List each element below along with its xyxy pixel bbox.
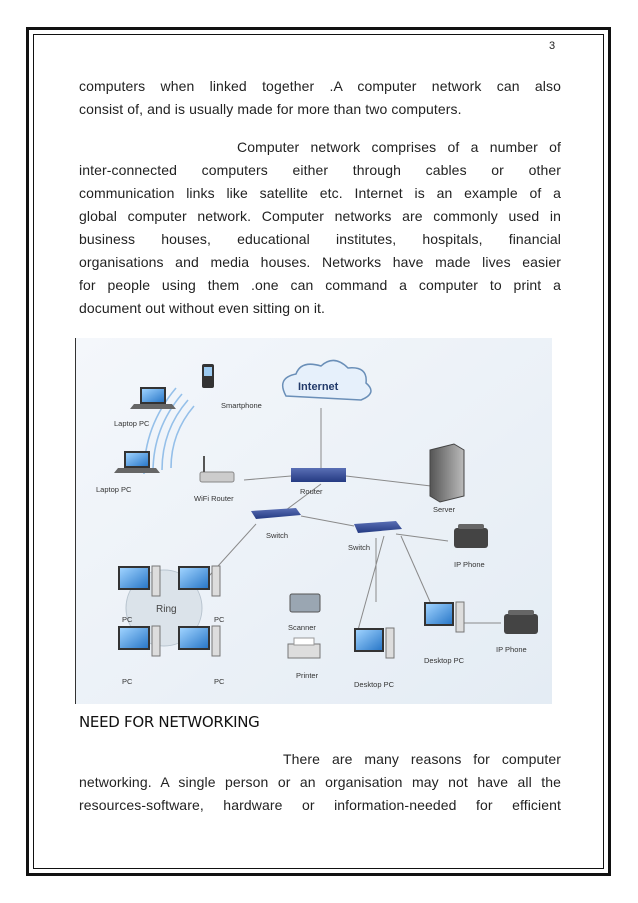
- scanner-icon: Scanner: [288, 593, 321, 632]
- switch-icon: Switch: [251, 508, 301, 540]
- pc-icon: PC: [118, 565, 161, 624]
- laptop-label: Laptop PC: [96, 485, 132, 494]
- internet-label: Internet: [298, 381, 339, 393]
- ip-phone-label: IP Phone: [496, 645, 527, 654]
- switch-icon: Switch: [348, 521, 402, 552]
- laptop-icon: Laptop PC: [114, 387, 176, 428]
- pc-icon: PC: [178, 625, 225, 686]
- pc-icon: PC: [118, 625, 161, 686]
- smartphone-icon: Smartphone: [202, 364, 262, 410]
- text-line: global computer network. Computer networ…: [79, 208, 561, 224]
- ip-phone-label: IP Phone: [454, 560, 485, 569]
- page-number: 3: [549, 40, 556, 52]
- wifi-router-icon: WiFi Router: [194, 456, 235, 503]
- desktop-pc-icon: Desktop PC: [424, 601, 465, 665]
- text-line: business houses, educational institutes,…: [79, 231, 561, 247]
- smartphone-label: Smartphone: [221, 401, 262, 410]
- laptop-icon: Laptop PC: [96, 451, 160, 494]
- router-icon: Router: [291, 468, 346, 496]
- desktop-pc-label: Desktop PC: [354, 680, 395, 689]
- pc-label: PC: [214, 677, 225, 686]
- page-border-outer: [26, 27, 611, 876]
- printer-icon: Printer: [287, 637, 321, 680]
- text-line: resources-software, hardware or informat…: [79, 797, 561, 813]
- connection-lines: [208, 408, 501, 631]
- desktop-pc-label: Desktop PC: [424, 656, 465, 665]
- page-border-inner: [33, 34, 604, 869]
- network-diagram: Ring Internet Smartphone Laptop PC Lapto…: [75, 338, 552, 704]
- paragraph-2: Computer network comprises of a number o…: [79, 136, 561, 320]
- text-line: document out without even sitting on it.: [79, 300, 326, 316]
- ring-label: Ring: [156, 604, 177, 615]
- printer-label: Printer: [296, 671, 319, 680]
- text-line: inter-connected computers either through…: [79, 162, 561, 178]
- wifi-router-label: WiFi Router: [194, 494, 234, 503]
- switch-label: Switch: [266, 531, 288, 540]
- desktop-pc-icon: Desktop PC: [354, 627, 395, 689]
- paragraph-3: There are many reasons for computer netw…: [79, 748, 561, 817]
- internet-cloud-icon: Internet: [281, 359, 372, 401]
- laptop-label: Laptop PC: [114, 419, 150, 428]
- switch-label: Switch: [348, 543, 370, 552]
- pc-icon: PC: [178, 565, 225, 624]
- ip-phone-icon: IP Phone: [454, 524, 488, 569]
- text-line: communication links like satellite etc. …: [79, 185, 561, 201]
- paragraph-1: computers when linked together .A comput…: [79, 75, 561, 121]
- text-line: Computer network comprises of a number o…: [237, 139, 561, 155]
- pc-label: PC: [122, 677, 133, 686]
- text-line: networking. A single person or an organi…: [79, 774, 561, 790]
- ip-phone-icon: IP Phone: [496, 610, 538, 654]
- server-label: Server: [433, 505, 456, 514]
- scanner-label: Scanner: [288, 623, 316, 632]
- server-icon: Server: [429, 443, 465, 514]
- router-label: Router: [300, 487, 323, 496]
- text-line: computers when linked together .A comput…: [79, 78, 561, 94]
- pc-label: PC: [214, 615, 225, 624]
- text-line: There are many reasons for computer: [283, 751, 561, 767]
- text-line: organisations and media houses. Networks…: [79, 254, 561, 270]
- section-heading: NEED FOR NETWORKING: [79, 713, 260, 731]
- text-line: consist of, and is usually made for more…: [79, 101, 462, 117]
- pc-label: PC: [122, 615, 133, 624]
- text-line: for people using them .one can command a…: [79, 277, 561, 293]
